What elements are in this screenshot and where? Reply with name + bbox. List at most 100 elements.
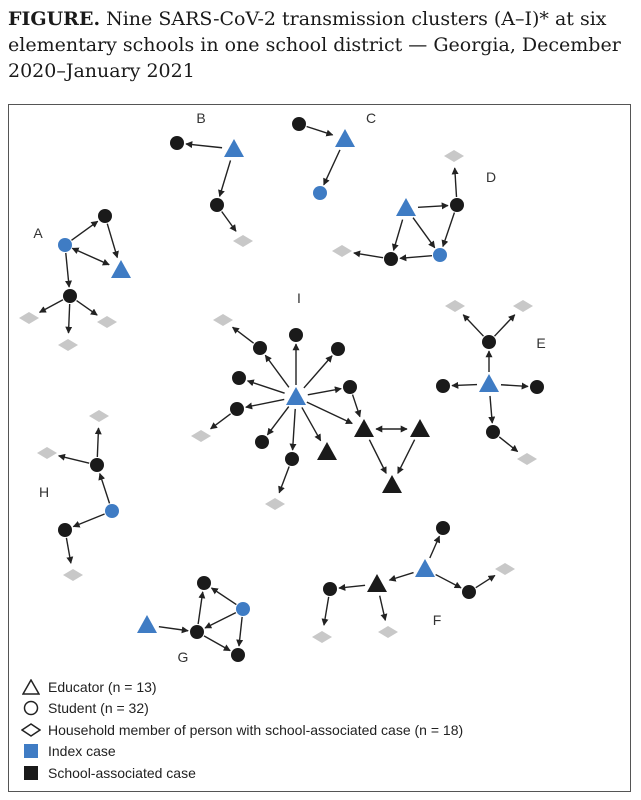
student-index-node — [313, 186, 327, 200]
student-index-node — [105, 504, 119, 518]
transmission-arrow — [38, 299, 64, 313]
transmission-arrow — [98, 472, 111, 504]
student-school-node — [231, 648, 245, 662]
student-school-node — [331, 342, 345, 356]
transmission-arrow — [71, 247, 110, 266]
student-school-node — [462, 585, 476, 599]
household-household-node — [233, 235, 253, 247]
transmission-arrow — [391, 219, 404, 252]
transmission-arrow — [493, 314, 516, 337]
transmission-arrow — [158, 625, 189, 634]
transmission-arrow — [429, 535, 441, 559]
legend-item-school: School-associated case — [20, 762, 463, 784]
transmission-arrow — [218, 160, 232, 198]
transmission-arrow — [353, 250, 384, 259]
student-school-node — [436, 521, 450, 535]
transmission-arrow — [210, 413, 232, 430]
legend-item-student: Student (n = 32) — [20, 698, 463, 720]
household-household-node — [97, 316, 117, 328]
transmission-arrow — [72, 513, 105, 528]
student-index-node — [433, 248, 447, 262]
household-household-node — [89, 410, 109, 422]
educator-index-node — [286, 387, 306, 405]
educator-school-node — [382, 475, 402, 493]
household-household-node — [19, 312, 39, 324]
transmission-arrow — [498, 436, 519, 453]
legend-item-index: Index case — [20, 741, 463, 763]
household-household-node — [445, 300, 465, 312]
student-school-node — [98, 209, 112, 223]
transmission-arrow — [289, 408, 297, 451]
educator-school-node — [317, 442, 337, 460]
transmission-arrow — [451, 381, 478, 389]
cluster-label-d: D — [486, 169, 496, 185]
educator-index-node — [111, 260, 131, 278]
transmission-arrow — [106, 223, 119, 259]
student-school-node — [255, 435, 269, 449]
transmission-arrow — [397, 439, 416, 474]
student-school-node — [343, 380, 357, 394]
transmission-arrow — [303, 355, 333, 389]
transmission-arrow — [57, 453, 90, 464]
educator-school-node — [410, 419, 430, 437]
legend-label-household: Household member of person with school-a… — [48, 721, 464, 738]
educator-index-node — [415, 559, 435, 577]
student-school-node — [486, 425, 500, 439]
legend-label-educator: Educator (n = 13) — [48, 678, 157, 695]
transmission-arrow — [204, 611, 237, 629]
household-household-node — [213, 314, 233, 326]
educator-index-node — [396, 198, 416, 216]
cluster-label-h: H — [39, 484, 49, 500]
transmission-arrow — [76, 300, 98, 316]
figure-title-text: Nine SARS-CoV-2 transmission clusters (A… — [8, 8, 621, 82]
household-household-node — [58, 339, 78, 351]
transmission-arrow — [65, 252, 72, 288]
transmission-arrow — [417, 202, 449, 210]
household-household-node — [265, 498, 285, 510]
transmission-arrow — [266, 406, 290, 436]
transmission-arrow — [246, 379, 285, 394]
cluster-label-a: A — [33, 225, 43, 241]
household-household-node — [63, 569, 83, 581]
student-school-node — [482, 335, 496, 349]
transmission-arrow — [451, 167, 459, 198]
transmission-arrow — [441, 212, 456, 248]
transmission-arrow — [278, 466, 290, 494]
transmission-arrow — [399, 254, 433, 262]
legend-label-student: Student (n = 32) — [48, 700, 149, 717]
student-school-node — [436, 379, 450, 393]
transmission-arrow — [306, 125, 334, 137]
transmission-arrow — [306, 401, 353, 425]
transmission-arrow — [221, 211, 237, 232]
household-diamond-icon — [20, 722, 42, 738]
transmission-arrow — [412, 217, 436, 249]
transmission-arrow — [232, 326, 255, 344]
student-school-node — [289, 328, 303, 342]
educator-index-node — [335, 129, 355, 147]
transmission-arrow — [71, 220, 99, 241]
nodes-layer — [19, 117, 544, 662]
transmission-arrow — [321, 596, 330, 626]
student-school-node — [450, 198, 464, 212]
student-school-node — [323, 582, 337, 596]
cluster-label-i: I — [297, 290, 301, 306]
transmission-arrow — [197, 591, 206, 625]
educator-index-node — [479, 374, 499, 392]
student-school-node — [285, 452, 299, 466]
transmission-arrow — [65, 303, 73, 334]
household-household-node — [378, 626, 398, 638]
legend-label-index: Index case — [48, 743, 116, 760]
transmission-arrow — [185, 141, 223, 149]
student-school-node — [90, 458, 104, 472]
school-square-icon — [20, 765, 42, 781]
transmission-arrow — [301, 407, 322, 442]
cluster-label-c: C — [366, 110, 376, 126]
legend-item-educator: Educator (n = 13) — [20, 676, 463, 698]
household-household-node — [517, 453, 537, 465]
figure-label: FIGURE. — [8, 8, 101, 30]
educator-school-node — [354, 419, 374, 437]
legend-item-household: Household member of person with school-a… — [20, 719, 463, 741]
household-household-node — [513, 300, 533, 312]
educator-index-node — [224, 139, 244, 157]
